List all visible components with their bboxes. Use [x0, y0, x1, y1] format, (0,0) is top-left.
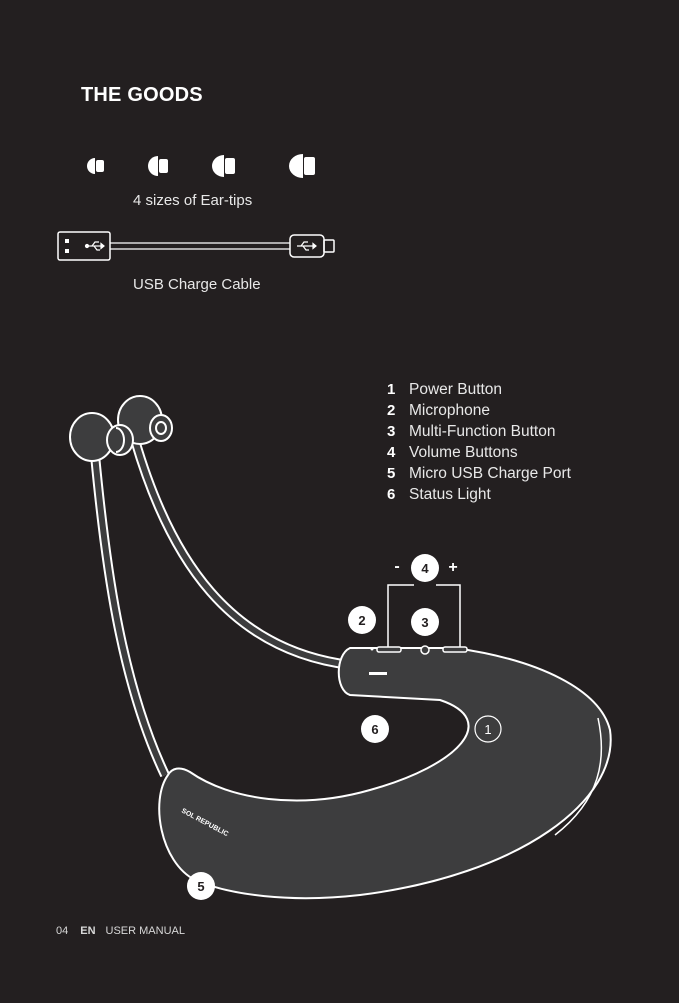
page-footer: 04 EN USER MANUAL	[56, 925, 185, 937]
eartip-medium-large-icon	[212, 155, 235, 177]
eartip-medium-small-icon	[148, 156, 168, 176]
multifunction-button	[420, 645, 430, 655]
callout-usb-port: 5	[187, 872, 215, 900]
eartips-caption: 4 sizes of Ear-tips	[133, 192, 253, 209]
document-name: USER MANUAL	[105, 925, 185, 937]
page-number: 04	[56, 925, 69, 937]
eartip-large-icon	[289, 154, 315, 178]
callout-multifunction: 3	[411, 608, 439, 636]
eartips-illustration	[87, 154, 315, 178]
svg-text:3: 3	[421, 615, 428, 630]
callout-microphone: 2	[348, 606, 376, 634]
callout-power: 1	[474, 715, 502, 743]
usb-cable-caption: USB Charge Cable	[133, 276, 261, 293]
usb-symbol-icon	[84, 241, 105, 251]
language-code: EN	[80, 925, 96, 937]
svg-text:4: 4	[421, 561, 429, 576]
status-light	[369, 672, 387, 675]
usb-a-connector	[57, 231, 111, 261]
callout-volume: 4	[411, 554, 439, 582]
volume-minus-label: -	[394, 558, 399, 575]
page-title: THE GOODS	[81, 84, 203, 106]
svg-text:6: 6	[371, 722, 378, 737]
headphone-illustration	[69, 395, 612, 900]
svg-text:5: 5	[197, 879, 204, 894]
volume-plus-button	[442, 646, 468, 653]
svg-text:2: 2	[358, 613, 365, 628]
svg-text:1: 1	[484, 722, 491, 737]
callout-status-light: 6	[361, 715, 389, 743]
neckband	[158, 647, 612, 900]
usb-cable-illustration	[57, 231, 335, 261]
volume-plus-label: +	[448, 559, 457, 576]
microphone-hole	[370, 647, 374, 651]
eartip-small-icon	[87, 158, 104, 174]
volume-minus-button	[376, 646, 402, 653]
earbud-front-icon	[69, 412, 134, 462]
